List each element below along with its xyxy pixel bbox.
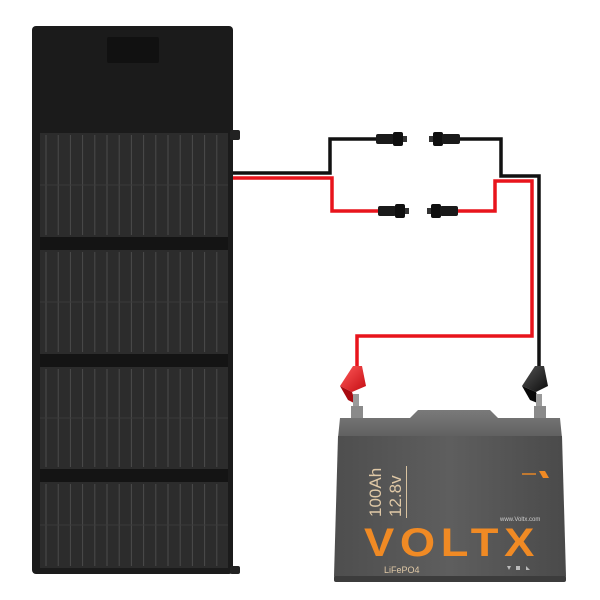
battery-lid — [338, 410, 562, 438]
cables — [233, 137, 541, 368]
panel-hinge-1 — [40, 237, 228, 250]
panel-hinge-2 — [40, 354, 228, 367]
cable-black-panel — [233, 137, 376, 175]
battery-chemistry: LiFePO4 — [384, 565, 420, 575]
lifepo4-battery: 100Ah 12.8v www.Voltx.com VOLTX LiFePO4 — [334, 406, 566, 582]
battery-terminal-positive — [351, 406, 363, 418]
mc4-connector-icon — [376, 132, 407, 146]
polarity-icons — [507, 566, 530, 570]
alligator-clip-black-icon — [522, 366, 548, 408]
voltx-mark-bar — [522, 473, 536, 475]
panel-cell-area-3 — [40, 367, 228, 471]
alligator-clip-red-icon — [340, 366, 366, 408]
cable-red-panel — [233, 176, 378, 213]
battery-capacity: 100Ah — [366, 468, 385, 517]
mc4-connector-icon — [427, 204, 458, 218]
cable-red-battery — [355, 179, 534, 368]
battery-voltage: 12.8v — [386, 475, 405, 517]
mc4-connector-icon — [429, 132, 460, 146]
solar-panel — [32, 26, 240, 574]
cable-black-battery — [460, 137, 541, 368]
battery-brand: VOLTX — [364, 521, 540, 565]
mc4-connector-icon — [378, 204, 409, 218]
battery-body — [334, 436, 566, 580]
battery-terminal-negative — [534, 406, 546, 418]
panel-loop — [230, 566, 240, 574]
battery-label-divider — [406, 466, 407, 518]
panel-loop — [230, 130, 240, 140]
panel-hinge-3 — [40, 469, 228, 482]
battery-foot — [334, 576, 566, 582]
battery-website: www.Voltx.com — [499, 517, 540, 523]
junction-box — [107, 37, 159, 63]
panel-cell-grid — [40, 135, 228, 566]
voltx-mark-icon — [539, 471, 549, 478]
